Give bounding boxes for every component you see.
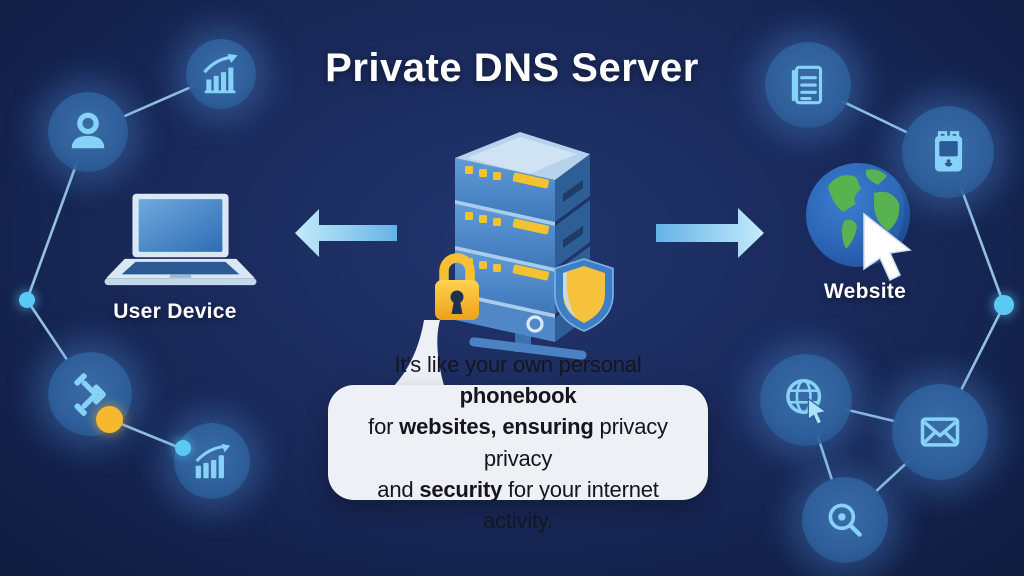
page-title: Private DNS Server [325,46,699,90]
globe-icon [806,163,912,282]
node-growth-chart [186,39,256,109]
shield-icon [554,258,614,332]
person-icon [71,112,105,149]
cursor-icon [863,212,912,282]
document-icon [791,65,823,105]
website-label: Website [823,280,907,303]
network-dot [19,292,35,308]
arrow-right-icon [656,208,764,258]
node-email [892,384,988,480]
network-dot-yellow [96,406,123,433]
node-bar-chart [174,423,250,499]
padlock-icon [435,253,479,320]
arrow-left-icon [295,209,397,257]
speech-bubble-tail [388,320,446,392]
network-dot [994,295,1014,315]
email-icon [920,417,960,447]
dns-server-icon [455,132,590,360]
bar-chart-icon [195,443,231,479]
node-mobile-device [902,106,994,198]
search-icon [828,503,862,537]
mobile-device-icon [935,131,963,172]
user-device-label: User Device [113,300,237,323]
node-search [802,477,888,563]
laptop-icon [104,193,257,286]
dumbbells-icon [74,373,106,416]
node-document [765,42,851,128]
node-person [48,92,128,172]
growth-chart-icon [203,53,238,94]
network-dot [175,440,191,456]
node-network-globe [760,354,852,446]
network-globe-icon [786,379,828,426]
